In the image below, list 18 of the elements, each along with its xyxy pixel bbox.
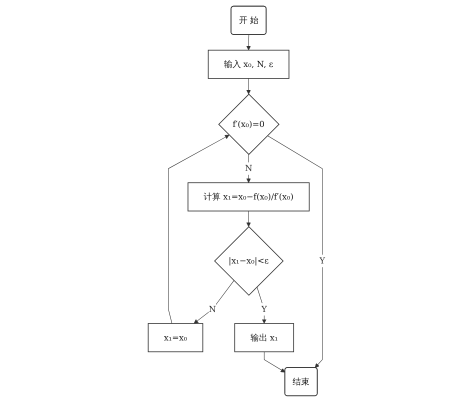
edge-label: N <box>245 163 253 174</box>
arrow <box>246 210 252 227</box>
node-diamond: f′(x₀)=0 <box>218 94 280 156</box>
node-box: 输出 x₁ <box>234 323 294 352</box>
arrow <box>168 134 230 324</box>
arrow <box>264 352 286 372</box>
arrow <box>246 154 252 183</box>
edge-label: Y <box>262 304 268 314</box>
node-box: 计算 x₁=x₀−f(x₀)/f′(x₀) <box>188 182 310 212</box>
edge-label: N <box>209 304 216 314</box>
arrow <box>194 280 235 324</box>
arrow <box>268 135 323 368</box>
arrow <box>246 78 252 94</box>
edge-label: Y <box>320 256 326 266</box>
arrow <box>246 34 252 50</box>
node-box: x₁=x₀ <box>148 323 204 352</box>
node-box: 输入 x₀, N, ε <box>208 50 290 79</box>
node-diamond: |x₁−x₀|<ε <box>214 226 284 296</box>
